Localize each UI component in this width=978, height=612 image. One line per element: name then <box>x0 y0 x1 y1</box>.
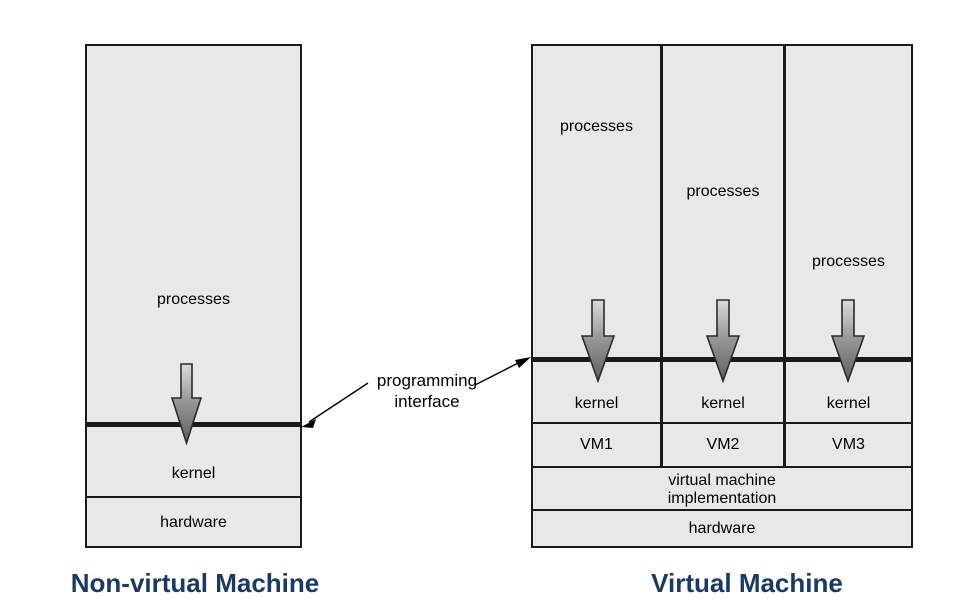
callout-line-1: programming <box>376 371 478 390</box>
vm1-kernel-label: kernel <box>574 395 619 412</box>
nonvirtual-interface-line <box>85 422 302 427</box>
vm1-processes-cell: processes <box>533 46 660 358</box>
vm2-name-label: VM2 <box>706 436 740 454</box>
nonvirtual-kernel-hardware-line <box>85 496 302 498</box>
nonvirtual-kernel-label: kernel <box>171 465 216 482</box>
virtual-impl-hardware-line <box>531 509 913 511</box>
vm2-name-cell: VM2 <box>663 425 783 465</box>
nonvirtual-machine-caption: Non-virtual Machine <box>0 568 390 599</box>
vm2-processes-cell: processes <box>663 46 783 358</box>
vm3-name-label: VM3 <box>832 436 865 454</box>
vm1-name-cell: VM1 <box>533 425 660 465</box>
vm3-name-cell: VM3 <box>786 425 911 465</box>
virtual-machine-caption: Virtual Machine <box>552 568 942 599</box>
virtual-interface-line <box>531 357 913 362</box>
vm-implementation-label-line1: virtual machine <box>668 471 776 489</box>
virtual-kernel-vm-line <box>531 422 913 424</box>
nonvirtual-processes-label: processes <box>157 291 230 308</box>
vm-implementation-cell: virtual machine implementation <box>533 469 911 510</box>
vm2-kernel-label: kernel <box>701 395 745 412</box>
vm1-name-label: VM1 <box>580 436 613 454</box>
virtual-divider-1 <box>660 44 663 467</box>
vm2-processes-label: processes <box>686 183 760 200</box>
callout-line-2: interface <box>394 392 460 412</box>
vm-implementation-label-line2: implementation <box>667 489 777 507</box>
nonvirtual-kernel-cell: kernel <box>87 429 300 497</box>
vm3-kernel-cell: kernel <box>786 363 911 423</box>
programming-interface-callout: programming interface <box>352 370 502 413</box>
vm1-processes-label: processes <box>560 118 633 135</box>
virtual-hardware-label: hardware <box>688 520 756 538</box>
vm3-processes-label: processes <box>812 253 885 270</box>
nonvirtual-processes-cell: processes <box>87 46 300 424</box>
virtual-hardware-cell: hardware <box>533 512 911 546</box>
nonvirtual-hardware-cell: hardware <box>87 499 300 546</box>
vm2-kernel-cell: kernel <box>663 363 783 423</box>
virtual-vm-impl-line <box>531 466 913 468</box>
nonvirtual-machine-caption-text: Non-virtual Machine <box>70 568 320 598</box>
vm3-processes-cell: processes <box>786 46 911 358</box>
vm1-kernel-cell: kernel <box>533 363 660 423</box>
virtual-divider-2 <box>783 44 786 467</box>
vm3-kernel-label: kernel <box>826 395 871 412</box>
virtual-machine-caption-text: Virtual Machine <box>651 568 843 598</box>
nonvirtual-hardware-label: hardware <box>160 513 227 531</box>
